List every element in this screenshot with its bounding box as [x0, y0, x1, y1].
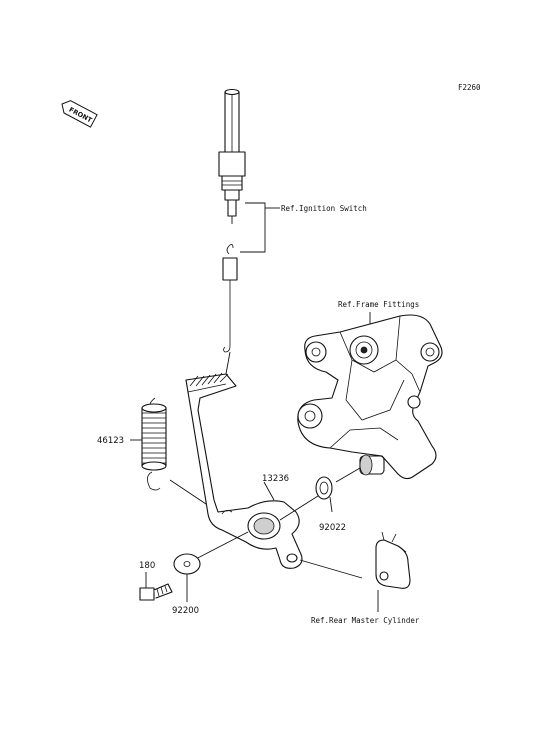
figure-code: F2260: [458, 83, 481, 92]
part-46123: 46123: [97, 436, 124, 446]
part-13236: 13236: [262, 474, 289, 484]
frame-bracket: [297, 314, 443, 480]
front-arrow-icon: FRONT: [61, 100, 98, 128]
ref-frame-fittings: Ref.Frame Fittings: [338, 300, 419, 309]
pivot-bolt: [139, 583, 173, 601]
small-washer: [315, 476, 333, 500]
rear-master-cylinder: [375, 531, 411, 589]
ref-rear-master-cylinder: Ref.Rear Master Cylinder: [311, 616, 420, 625]
part-92022: 92022: [319, 523, 346, 533]
ignition-ref-leader: [240, 202, 266, 253]
large-washer: [173, 553, 201, 575]
part-180: 180: [139, 561, 155, 571]
brake-light-switch: [218, 88, 246, 224]
switch-spring: [222, 244, 238, 353]
brake-pedal: [185, 372, 303, 569]
part-92200: 92200: [172, 606, 199, 616]
return-spring: [141, 397, 167, 491]
ref-ignition-switch: Ref.Ignition Switch: [281, 204, 367, 213]
